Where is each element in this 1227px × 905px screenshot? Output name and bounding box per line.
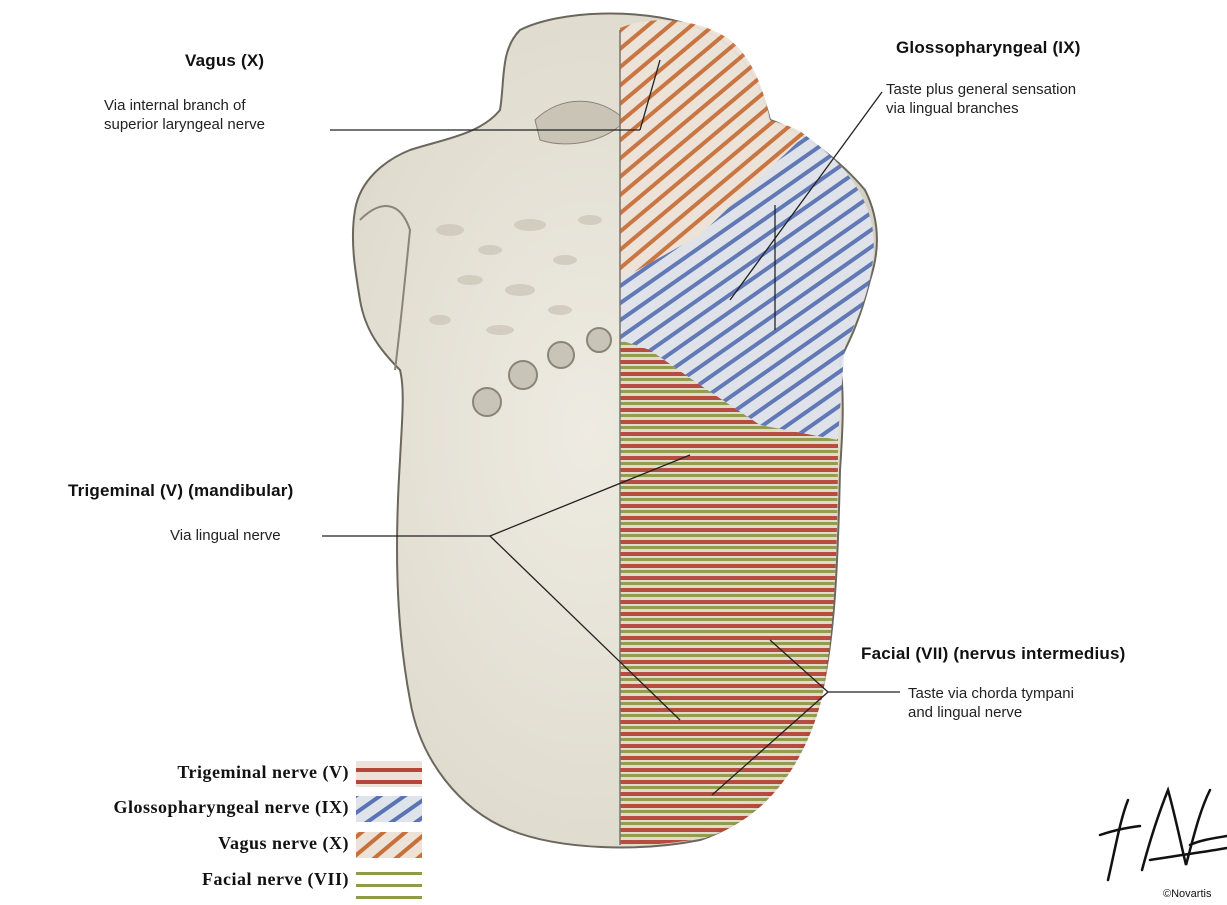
facial-desc-line2: and lingual nerve [908, 703, 1022, 722]
legend-label-glossopharyngeal: Glossopharyngeal nerve (IX) [114, 797, 350, 818]
vagus-desc-line1: Via internal branch of [104, 96, 245, 115]
legend-label-facial: Facial nerve (VII) [202, 869, 349, 890]
netter-signature [1100, 790, 1227, 880]
legend-swatch-trigeminal [356, 761, 422, 787]
legend-label-vagus: Vagus nerve (X) [218, 833, 349, 854]
legend-swatch-facial [356, 868, 422, 899]
trigeminal-heading: Trigeminal (V) (mandibular) [68, 481, 293, 501]
trigeminal-desc-line1: Via lingual nerve [170, 526, 281, 545]
facial-heading: Facial (VII) (nervus intermedius) [861, 644, 1126, 664]
glossopharyngeal-desc-line2: via lingual branches [886, 99, 1019, 118]
legend-swatches [356, 761, 422, 899]
vagus-heading: Vagus (X) [185, 51, 264, 71]
legend-swatch-glossopharyngeal [356, 796, 422, 822]
legend-swatch-vagus [356, 832, 422, 858]
copyright-text: ©Novartis [1163, 888, 1211, 900]
glossopharyngeal-heading: Glossopharyngeal (IX) [896, 38, 1081, 58]
vagus-desc-line2: superior laryngeal nerve [104, 115, 265, 134]
glossopharyngeal-desc-line1: Taste plus general sensation [886, 80, 1076, 99]
facial-desc-line1: Taste via chorda tympani [908, 684, 1074, 703]
legend-label-trigeminal: Trigeminal nerve (V) [177, 762, 349, 783]
